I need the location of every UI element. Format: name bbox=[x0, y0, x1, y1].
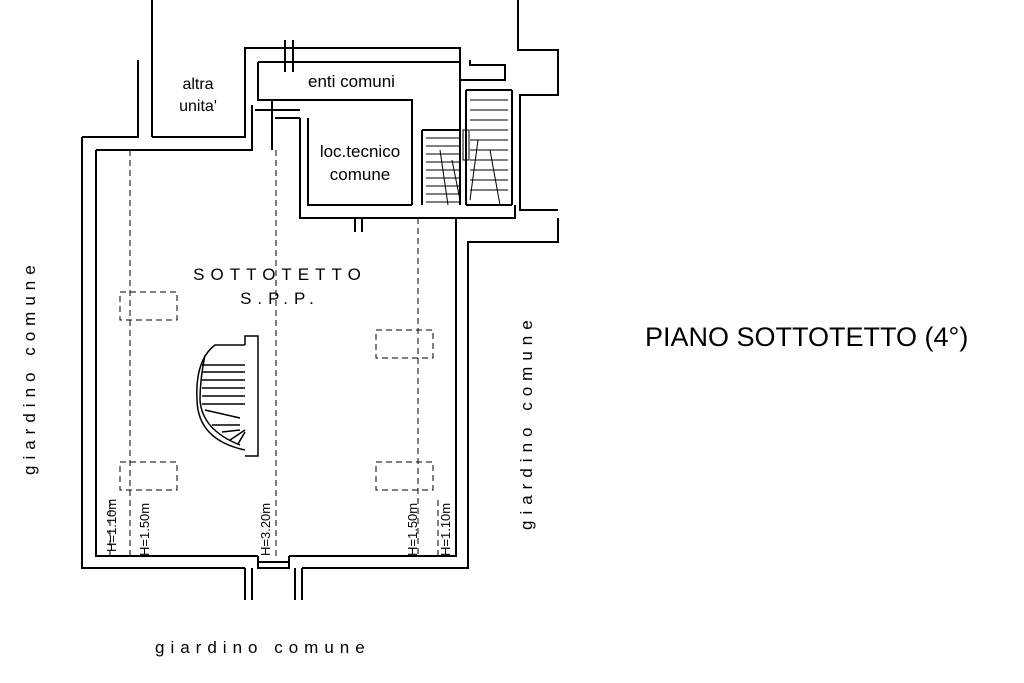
height-label: H=1.10m bbox=[104, 498, 119, 552]
height-label: H=1.50m bbox=[405, 502, 420, 556]
altra-unita-label: altra unita' bbox=[179, 76, 217, 115]
enti-comuni-walls bbox=[257, 61, 461, 219]
height-lines bbox=[109, 150, 439, 556]
height-label: H=3.20m bbox=[258, 502, 273, 556]
loc-tecnico-label: loc.tecnico comune bbox=[319, 142, 401, 184]
height-label: H=1.10m bbox=[438, 502, 453, 556]
skylights bbox=[119, 291, 434, 491]
enti-comuni-label: enti comuni bbox=[308, 72, 395, 91]
stair-treads bbox=[426, 99, 508, 206]
sottotetto-label: SOTTOTETTO S.P.P. bbox=[193, 265, 367, 308]
giardino-comune-right: giardino comune bbox=[517, 314, 536, 530]
internal-stair bbox=[196, 335, 259, 457]
exterior-wall-outer bbox=[81, 0, 559, 569]
height-label: H=1.50m bbox=[137, 502, 152, 556]
giardino-comune-left: giardino comune bbox=[20, 259, 39, 475]
plan-title: PIANO SOTTOTETTO (4°) bbox=[645, 322, 969, 352]
door-marks bbox=[255, 40, 363, 232]
stair-core bbox=[421, 89, 513, 206]
giardino-comune-bottom: giardino comune bbox=[155, 638, 371, 657]
bottom-openings bbox=[244, 556, 303, 600]
